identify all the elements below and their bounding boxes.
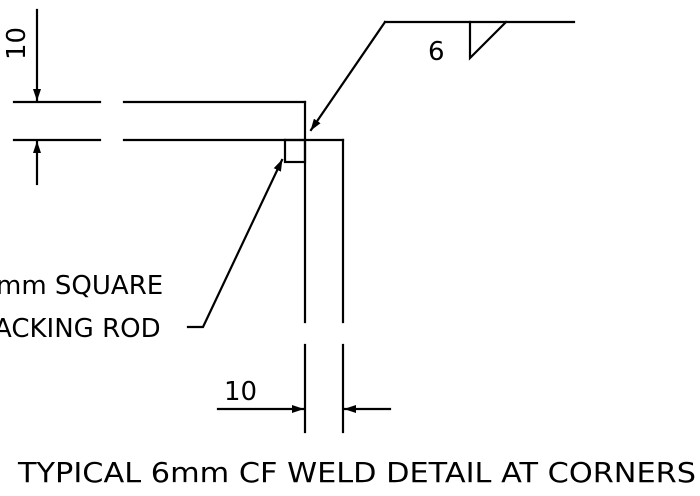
vertical-dimension-label: 10 bbox=[2, 27, 32, 60]
weld-size-label: 6 bbox=[428, 37, 445, 67]
backing-rod-leader bbox=[186, 158, 284, 329]
backing-rod-note-line-1: mm SQUARE bbox=[0, 271, 163, 301]
weld-symbol bbox=[309, 20, 576, 132]
drawing-title: TYPICAL 6mm CF WELD DETAIL AT CORNERS bbox=[17, 456, 696, 489]
vertical-plate bbox=[283, 100, 345, 434]
backing-rod bbox=[283, 138, 307, 164]
top-plate bbox=[12, 100, 307, 142]
horizontal-dimension-label: 10 bbox=[224, 377, 257, 407]
backing-rod-note-line-2: ACKING ROD bbox=[0, 314, 161, 344]
